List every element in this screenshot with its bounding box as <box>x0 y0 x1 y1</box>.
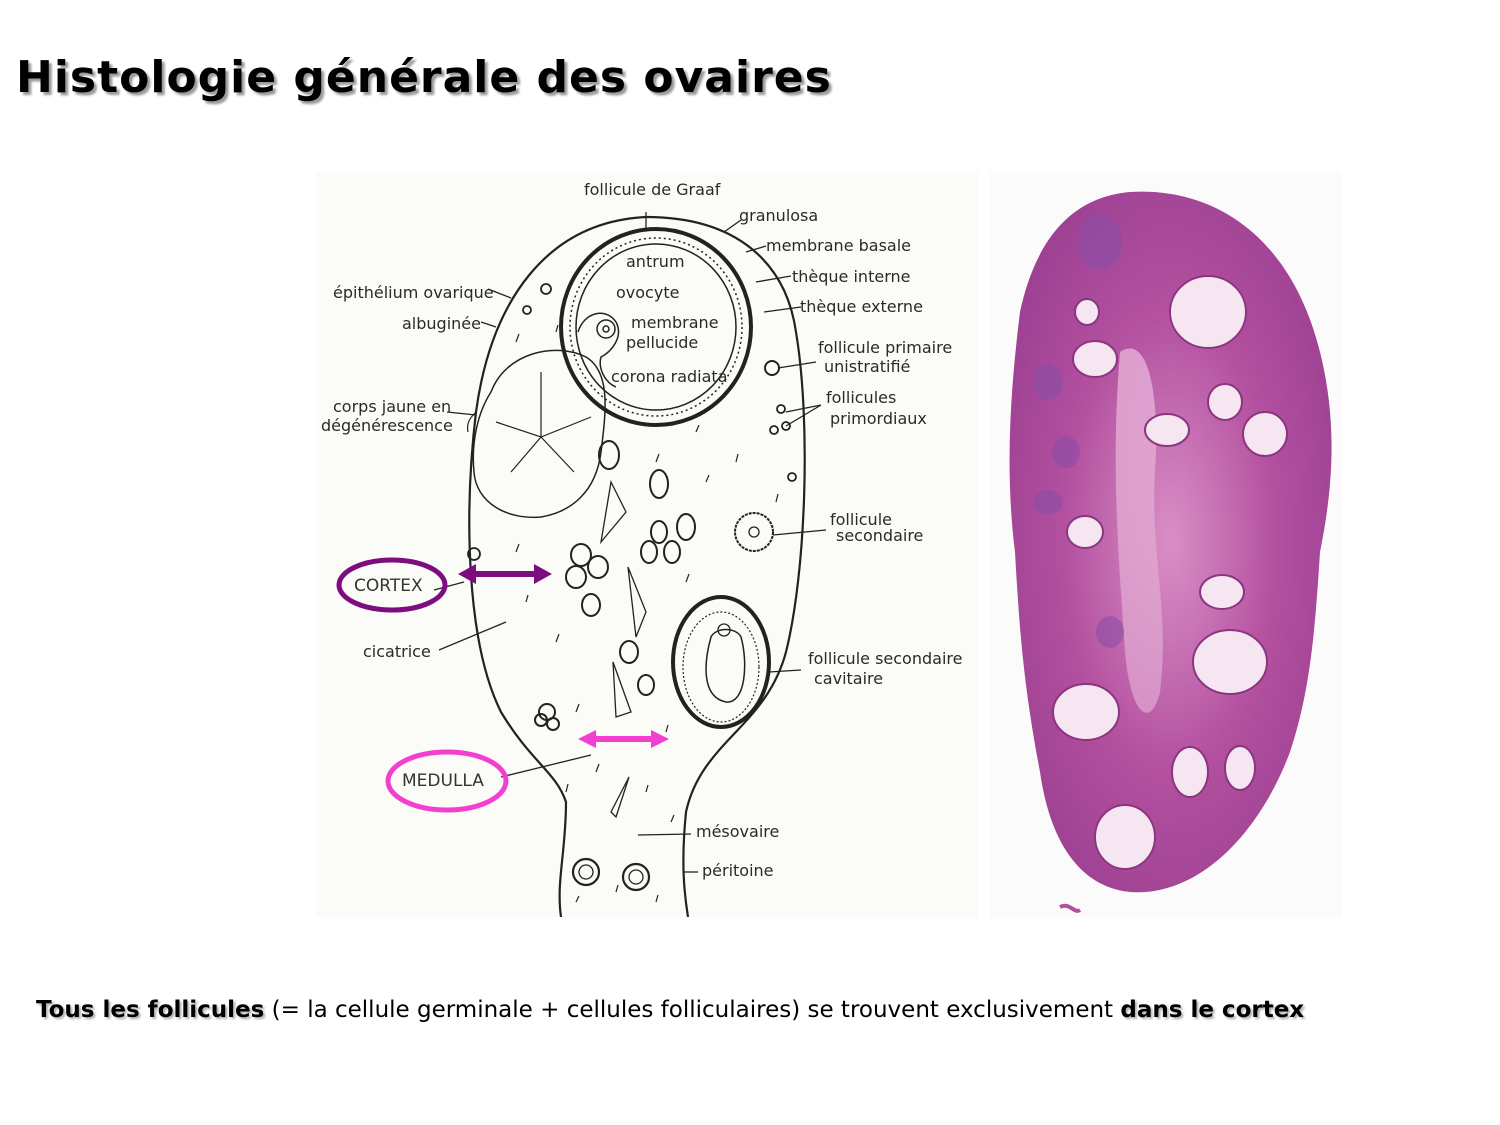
label-corps-jaune-1: corps jaune en <box>333 397 452 416</box>
ovary-schematic-diagram: follicule de Graaf granulosa membrane ba… <box>316 172 978 917</box>
page-title: Histologie générale des ovaires <box>16 52 832 103</box>
label-medulla: MEDULLA <box>402 771 484 791</box>
label-follicule-primaire-2: unistratifié <box>824 357 911 376</box>
label-follicule-primaire-1: follicule primaire <box>818 338 953 357</box>
caption-middle: (= la cellule germinale + cellules folli… <box>264 997 1121 1023</box>
cortex-annotation <box>336 557 552 613</box>
label-granulosa: granulosa <box>739 206 819 225</box>
caption-bold-end: dans le cortex <box>1120 997 1305 1023</box>
label-albuginee: albuginée <box>402 314 481 333</box>
label-mesovaire: mésovaire <box>696 822 780 841</box>
label-follicule-secondaire-2: secondaire <box>836 526 924 545</box>
he-micrograph <box>990 172 1342 917</box>
label-corona-radiata: corona radiata <box>611 367 728 386</box>
label-follicules-primordiaux-1: follicules <box>826 388 897 407</box>
caption-bold-start: Tous les follicules <box>36 997 265 1023</box>
label-membrane-pellucide-1: membrane <box>631 313 719 332</box>
ovary-section-image <box>1009 191 1332 913</box>
label-follicule-secondaire-1: follicule <box>830 510 892 529</box>
label-follicules-primordiaux-2: primordiaux <box>830 409 927 428</box>
label-corps-jaune-2: dégénérescence <box>321 416 453 435</box>
label-theque-interne: thèque interne <box>792 267 911 286</box>
medulla-annotation <box>385 730 669 813</box>
label-follicule-cavitaire-1: follicule secondaire <box>808 649 963 668</box>
label-follicule-cavitaire-2: cavitaire <box>814 669 884 688</box>
label-peritoine: péritoine <box>702 861 774 880</box>
label-theque-externe: thèque externe <box>800 297 923 316</box>
label-cicatrice: cicatrice <box>363 642 431 661</box>
label-cortex: CORTEX <box>354 576 423 596</box>
label-ovocyte: ovocyte <box>616 283 680 302</box>
label-epithelium-ovarique: épithélium ovarique <box>333 283 494 302</box>
label-membrane-pellucide-2: pellucide <box>626 333 699 352</box>
caption: Tous les follicules (= la cellule germin… <box>36 997 1304 1023</box>
ovary-outline-drawing <box>336 212 827 917</box>
label-graaf-follicle: follicule de Graaf <box>584 180 721 199</box>
label-antrum: antrum <box>626 252 685 271</box>
label-membrane-basale: membrane basale <box>766 236 912 255</box>
